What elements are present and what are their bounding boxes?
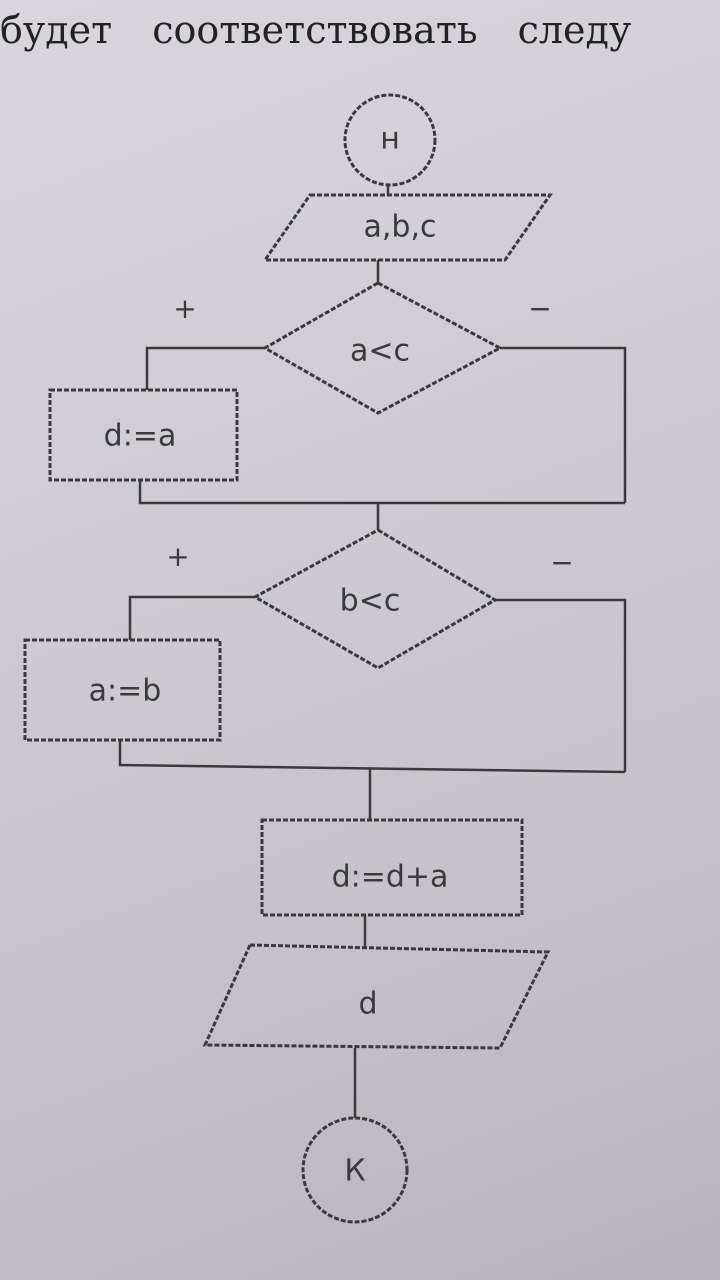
no-branch-line — [500, 346, 627, 503]
merge-line — [138, 480, 625, 505]
caption-text: будет соответствовать следу — [0, 8, 632, 52]
condition2-yes-label: + — [166, 540, 189, 573]
action1-node: d:=a — [48, 388, 239, 482]
action2-node: a:=b — [23, 638, 222, 742]
condition2-no-label: − — [550, 546, 573, 579]
condition1-label: a<c — [350, 334, 410, 369]
input-node: a,b,c — [262, 193, 553, 262]
action1-label: d:=a — [104, 419, 177, 454]
action3-node: d:=d+a — [260, 818, 524, 917]
condition2-label: b<c — [340, 584, 401, 619]
condition1-node: a<c — [261, 281, 504, 415]
condition2-node: b<c — [251, 528, 498, 670]
yes-branch-line — [128, 595, 255, 640]
action3-label: d:=d+a — [332, 860, 449, 895]
action2-label: a:=b — [89, 674, 162, 709]
output-node: d — [202, 943, 551, 1050]
start-label: н — [380, 122, 400, 157]
yes-branch-line — [145, 346, 265, 390]
start-node: н — [343, 93, 437, 187]
condition1-no-label: − — [528, 292, 551, 325]
end-label: К — [344, 1154, 365, 1189]
merge-line — [118, 740, 626, 774]
no-branch-line — [495, 598, 627, 772]
output-label: d — [358, 987, 377, 1022]
condition1-yes-label: + — [173, 292, 196, 325]
input-label: a,b,c — [364, 210, 437, 245]
end-node: К — [301, 1116, 409, 1224]
